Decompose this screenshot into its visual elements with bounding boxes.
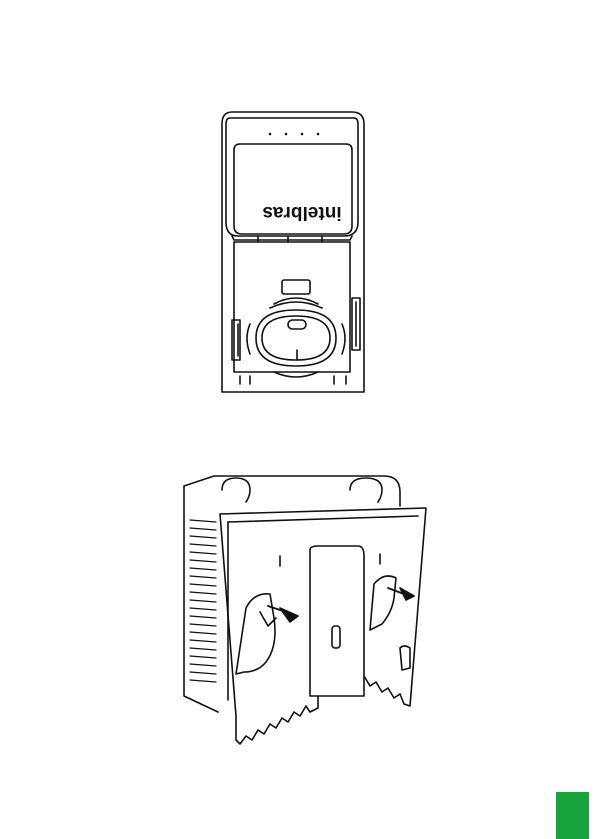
- page-marker-tab: [556, 792, 589, 839]
- brand-logo: intelbras: [262, 202, 341, 223]
- wall-mount-installation-illustration: [174, 466, 432, 746]
- device-top-view-illustration: intelbras: [218, 110, 366, 394]
